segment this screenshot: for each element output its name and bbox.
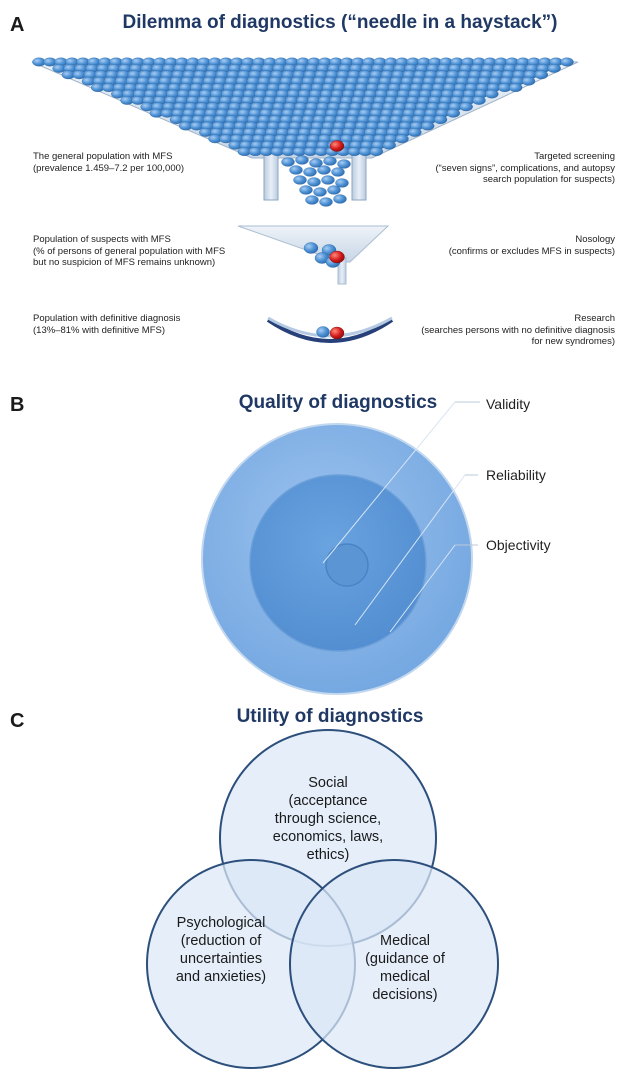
validity-leader xyxy=(322,401,456,564)
ball xyxy=(309,158,323,168)
venn-medical xyxy=(289,859,499,1069)
ball xyxy=(459,102,473,112)
ball xyxy=(307,177,321,187)
panel-c-letter: C xyxy=(10,710,25,732)
panel-a-letter: A xyxy=(10,14,25,36)
population-balls xyxy=(32,57,574,207)
funnel-tube-right xyxy=(351,151,367,201)
panel-b-letter: B xyxy=(10,394,25,416)
note-suspects: Population of suspects with MFS (% of pe… xyxy=(33,234,226,268)
ball xyxy=(485,89,499,99)
panel-b-title: Quality of diagnostics xyxy=(238,392,438,413)
ball xyxy=(319,197,333,207)
ball xyxy=(321,175,335,185)
ball xyxy=(316,326,330,338)
ball xyxy=(323,156,337,166)
ball xyxy=(305,195,319,205)
diagnosed-balls xyxy=(316,326,345,340)
panel-c-title: Utility of diagnostics xyxy=(236,706,424,727)
panel-a-title: Dilemma of diagnostics (“needle in a hay… xyxy=(122,12,558,33)
diagnosis-bowl xyxy=(266,318,394,343)
ball xyxy=(331,167,345,177)
ball xyxy=(303,242,319,254)
ball xyxy=(395,134,409,144)
note-definitive-diagnosis: Population with definitive diagnosis (13… xyxy=(33,313,181,336)
ball xyxy=(369,147,384,157)
ball xyxy=(382,140,396,150)
reliability-leader xyxy=(354,474,466,626)
ball xyxy=(333,194,347,204)
note-targeted-screening: Targeted screening (“seven signs”, compl… xyxy=(435,151,615,185)
ball xyxy=(299,185,313,195)
ball xyxy=(289,165,303,175)
ball xyxy=(293,175,307,185)
highlight-ball xyxy=(329,250,345,264)
venn-label-psychological: Psychological (reduction of uncertaintie… xyxy=(175,915,267,985)
ball xyxy=(446,108,461,118)
ball xyxy=(420,121,435,131)
label-validity: Validity xyxy=(486,396,531,412)
ball xyxy=(313,187,327,197)
note-nosology: Nosology (confirms or excludes MFS in su… xyxy=(448,234,615,257)
venn-label-medical: Medical (guidance of medical decisions) xyxy=(365,933,445,1003)
ball xyxy=(295,155,309,165)
venn-label-social: Social (acceptance through science, econ… xyxy=(272,775,384,863)
note-research: Research (searches persons with no defin… xyxy=(421,313,615,347)
ball xyxy=(534,70,549,80)
suspect-balls xyxy=(303,242,345,268)
ball xyxy=(327,185,341,195)
ball xyxy=(317,165,331,175)
label-objectivity: Objectivity xyxy=(486,537,551,553)
highlight-ball xyxy=(329,140,345,152)
ball xyxy=(560,57,574,67)
objectivity-leader xyxy=(389,544,456,633)
highlight-ball xyxy=(329,326,345,340)
validity-center xyxy=(325,543,369,587)
ball xyxy=(521,76,536,86)
ball xyxy=(337,159,351,169)
ball xyxy=(281,157,295,167)
note-general-population: The general population with MFS (prevale… xyxy=(33,151,185,174)
ball xyxy=(303,167,317,177)
label-reliability: Reliability xyxy=(486,467,546,483)
funnel-tube-left xyxy=(263,151,279,201)
ball xyxy=(547,64,561,73)
ball xyxy=(472,96,486,105)
ball xyxy=(433,115,448,125)
ball xyxy=(508,83,523,93)
ball xyxy=(335,178,349,188)
ball xyxy=(408,127,422,137)
